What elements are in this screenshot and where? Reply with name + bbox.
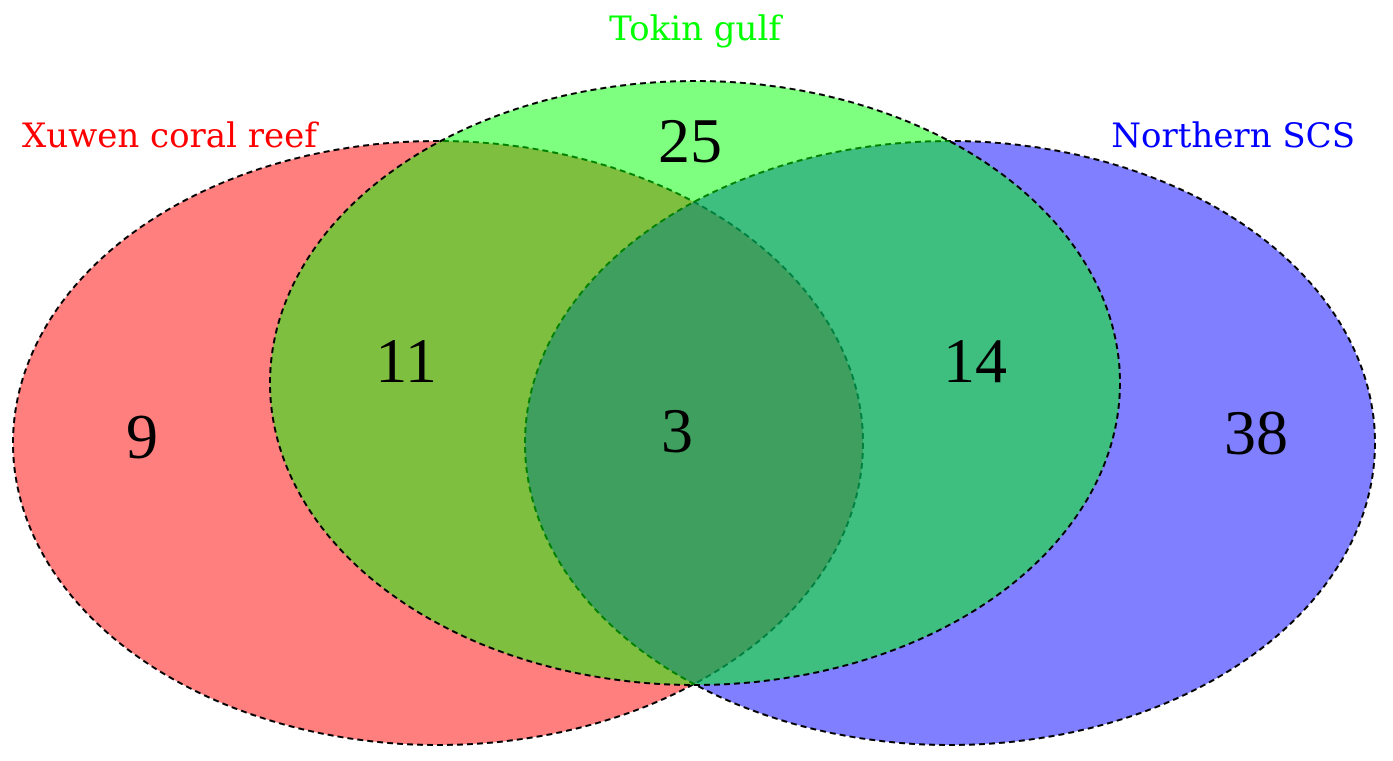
count-xuwen-tokin: 11 bbox=[375, 325, 437, 396]
tokin-gulf-label: Tokin gulf bbox=[609, 9, 783, 49]
count-tokin-scs: 14 bbox=[943, 325, 1007, 396]
count-xuwen-only: 9 bbox=[126, 401, 158, 472]
tokin-gulf-ellipse bbox=[269, 80, 1121, 686]
count-all-three: 3 bbox=[661, 395, 693, 466]
xuwen-label: Xuwen coral reef bbox=[22, 116, 319, 156]
northern-scs-label: Northern SCS bbox=[1111, 116, 1355, 156]
count-tokin-only: 25 bbox=[658, 105, 722, 176]
count-scs-only: 38 bbox=[1224, 397, 1288, 468]
